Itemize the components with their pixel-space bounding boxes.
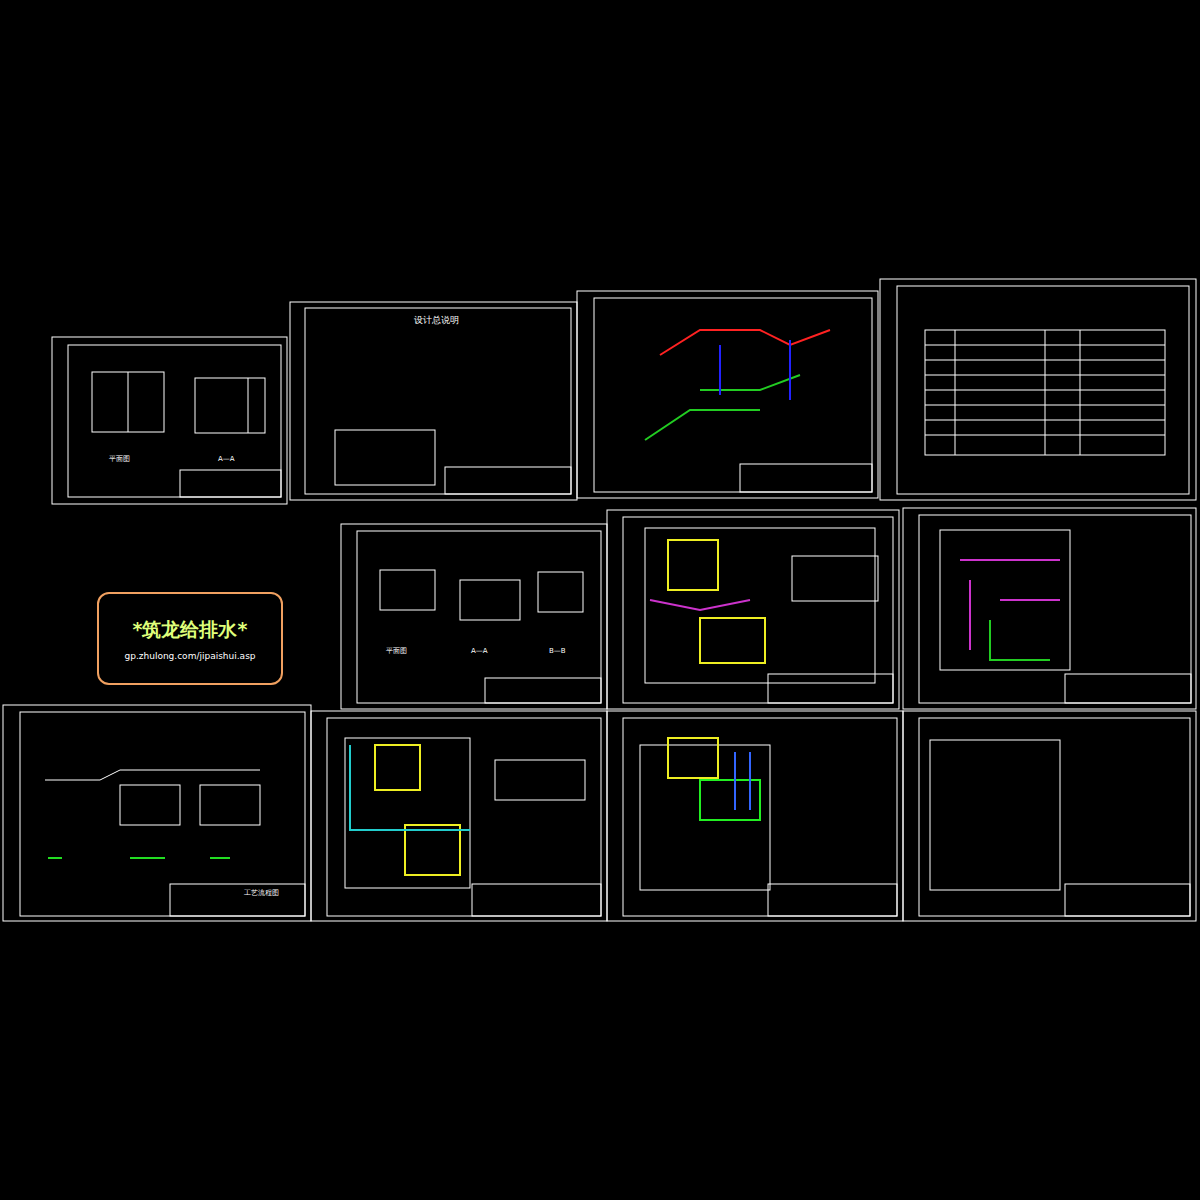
sheet-label: 设计总说明: [413, 316, 460, 326]
sheet-label: B—B: [548, 648, 567, 656]
sheet-label: A—A: [217, 456, 236, 464]
watermark-box: *筑龙给排水* gp.zhulong.com/jipaishui.asp: [97, 592, 283, 685]
watermark-url: gp.zhulong.com/jipaishui.asp: [124, 651, 255, 661]
watermark-title: *筑龙给排水*: [133, 617, 248, 643]
sheet-label: A—A: [470, 648, 489, 656]
sheet-label: 平面图: [385, 648, 408, 656]
sheet-label: 工艺流程图: [243, 890, 280, 898]
sheet-label: 平面图: [108, 456, 131, 464]
